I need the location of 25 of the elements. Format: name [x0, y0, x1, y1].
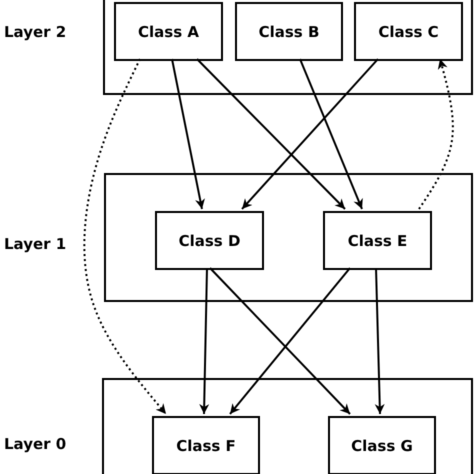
arrow [199, 268, 210, 414]
layer-label: Layer 2 [4, 23, 66, 41]
class-box [328, 416, 436, 474]
layer-label: Layer 1 [4, 235, 66, 253]
arrow [196, 58, 346, 210]
class-box [114, 2, 223, 61]
arrow [374, 268, 385, 414]
class-name: Class G [351, 436, 413, 454]
class-box [323, 211, 432, 270]
class-name: Class B [258, 22, 320, 40]
class-box [155, 211, 264, 270]
class-name: Class A [138, 22, 199, 40]
dotted-arrow [418, 58, 454, 210]
class-name: Class D [178, 232, 240, 250]
arrow [241, 58, 379, 210]
class-name: Class E [348, 232, 408, 250]
arrow [171, 58, 205, 210]
class-box [235, 2, 343, 61]
dotted-arrow [83, 58, 167, 415]
arrow [299, 58, 363, 210]
class-name: Class C [378, 22, 439, 40]
class-box [152, 416, 260, 474]
class-box [354, 2, 463, 61]
layer-label: Layer 0 [4, 435, 66, 453]
class-name: Class F [176, 436, 236, 454]
